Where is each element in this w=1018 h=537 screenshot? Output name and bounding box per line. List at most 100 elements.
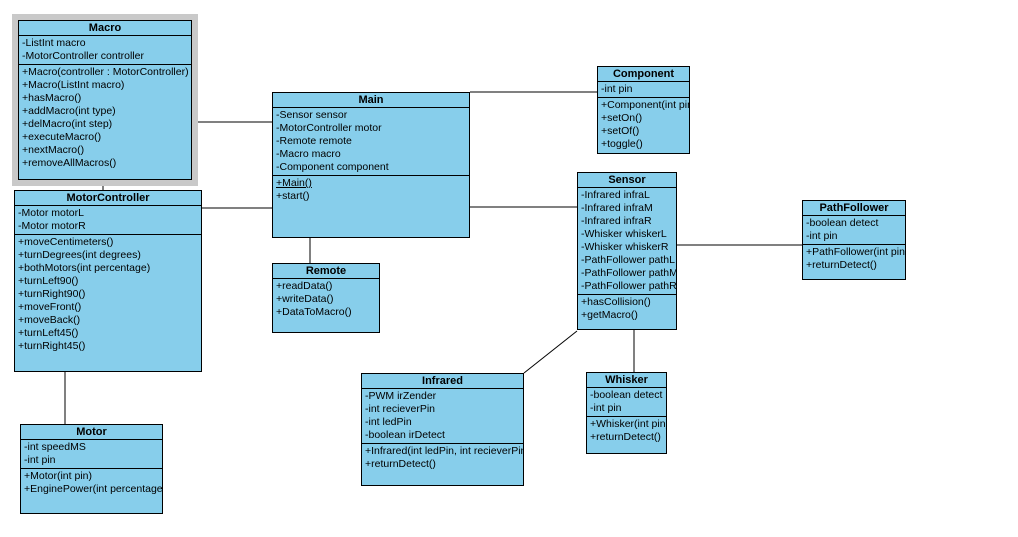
class-methods-macro: +Macro(controller : MotorController)+Mac… [19,65,191,179]
method: +Component(int pin) [601,99,689,111]
method: +moveBack() [18,314,81,326]
method: +setOn() [601,112,643,124]
class-methods-main: +Main()+start() [273,176,469,237]
attribute: -Macro macro [276,148,341,160]
class-title-whisker: Whisker [587,373,666,388]
method: +turnLeft45() [18,327,79,339]
class-attributes-motorcontroller: -Motor motorL-Motor motorR [15,206,201,235]
class-main[interactable]: Main-Sensor sensor-MotorController motor… [272,92,470,238]
method: +hasMacro() [22,92,82,104]
method: +writeData() [276,293,334,305]
class-attributes-motor: -int speedMS-int pin [21,440,162,469]
method: +Whisker(int pin) [590,418,666,430]
class-methods-component: +Component(int pin)+setOn()+setOf()+togg… [598,98,689,153]
method: +moveFront() [18,301,82,313]
method: +Main() [276,177,312,189]
class-attributes-whisker: -boolean detect-int pin [587,388,666,417]
method: +Infrared(int ledPin, int recieverPin) [365,445,523,457]
attribute: -PWM irZender [365,390,437,402]
class-motor[interactable]: Motor-int speedMS-int pin+Motor(int pin)… [20,424,163,514]
class-remote[interactable]: Remote+readData()+writeData()+DataToMacr… [272,263,380,333]
class-attributes-pathfollower: -boolean detect-int pin [803,216,905,245]
method: +hasCollision() [581,296,651,308]
class-methods-motorcontroller: +moveCentimeters()+turnDegrees(int degre… [15,235,201,371]
class-title-component: Component [598,67,689,82]
attribute: -int pin [601,83,633,95]
method: +PathFollower(int pin) [806,246,905,258]
method: +readData() [276,280,333,292]
method: +Motor(int pin) [24,470,92,482]
class-component[interactable]: Component-int pin +Component(int pin)+set… [597,66,690,154]
class-methods-whisker: +Whisker(int pin)+returnDetect() [587,417,666,453]
class-title-macro: Macro [19,21,191,36]
class-methods-sensor: +hasCollision()+getMacro() [578,295,676,329]
method: +turnRight90() [18,288,86,300]
method: +moveCentimeters() [18,236,114,248]
class-methods-infrared: +Infrared(int ledPin, int recieverPin)+r… [362,444,523,485]
method: +Macro(controller : MotorController) [22,66,189,78]
class-title-remote: Remote [273,264,379,279]
class-title-sensor: Sensor [578,173,676,188]
method: +returnDetect() [365,458,436,470]
method: +turnRight45() [18,340,86,352]
method: +nextMacro() [22,144,85,156]
attribute: -Infrared infraM [581,202,653,214]
attribute: -boolean irDetect [365,429,445,441]
method: +returnDetect() [806,259,877,271]
method: +executeMacro() [22,131,102,143]
attribute: -Whisker whiskerR [581,241,669,253]
method: +addMacro(int type) [22,105,116,117]
attribute: -int pin [24,454,56,466]
method: +turnLeft90() [18,275,79,287]
method: +EnginePower(int percentage) [24,483,162,495]
attribute: -Infrared infraL [581,189,650,201]
class-motorcontroller[interactable]: MotorController-Motor motorL-Motor motor… [14,190,202,372]
class-attributes-infrared: -PWM irZender-int recieverPin-int ledPin… [362,389,523,444]
attribute: -PathFollower pathM [581,267,676,279]
connector-sensor-infrared[interactable] [523,330,578,374]
attribute: -boolean detect [590,389,663,401]
attribute: -Sensor sensor [276,109,348,121]
attribute: -Motor motorL [18,207,84,219]
class-title-pathfollower: PathFollower [803,201,905,216]
attribute: -MotorController motor [276,122,382,134]
class-methods-pathfollower: +PathFollower(int pin)+returnDetect() [803,245,905,279]
class-title-motorcontroller: MotorController [15,191,201,206]
attribute: -MotorController controller [22,50,144,62]
class-sensor[interactable]: Sensor-Infrared infraL-Infrared infraM-I… [577,172,677,330]
attribute: -Whisker whiskerL [581,228,667,240]
attribute: -Infrared infraR [581,215,652,227]
class-attributes-sensor: -Infrared infraL-Infrared infraM-Infrare… [578,188,676,295]
method: +delMacro(int step) [22,118,113,130]
attribute: -Motor motorR [18,220,86,232]
attribute: -int recieverPin [365,403,436,415]
class-title-main: Main [273,93,469,108]
method: +toggle() [601,138,643,150]
class-title-motor: Motor [21,425,162,440]
attribute: -boolean detect [806,217,879,229]
method: +removeAllMacros() [22,157,117,169]
attribute: -PathFollower pathR [581,280,676,292]
class-infrared[interactable]: Infrared-PWM irZender-int recieverPin-in… [361,373,524,486]
method: +Macro(ListInt macro) [22,79,125,91]
class-attributes-macro: -ListInt macro-MotorController controlle… [19,36,191,65]
method: +bothMotors(int percentage) [18,262,151,274]
class-pathfollower[interactable]: PathFollower-boolean detect-int pin+Path… [802,200,906,280]
attribute: -int speedMS [24,441,86,453]
method: +returnDetect() [590,431,661,443]
attribute: -int ledPin [365,416,412,428]
class-methods-remote: +readData()+writeData()+DataToMacro() [273,279,379,332]
attribute: -int pin [590,402,622,414]
class-whisker[interactable]: Whisker-boolean detect-int pin+Whisker(i… [586,372,667,454]
method: +getMacro() [581,309,638,321]
class-title-infrared: Infrared [362,374,523,389]
method: +start() [276,190,310,202]
class-macro[interactable]: Macro-ListInt macro-MotorController cont… [18,20,192,180]
attribute: -int pin [806,230,838,242]
attribute: -ListInt macro [22,37,86,49]
method: +turnDegrees(int degrees) [18,249,141,261]
attribute: -Component component [276,161,389,173]
method: +DataToMacro() [276,306,352,318]
